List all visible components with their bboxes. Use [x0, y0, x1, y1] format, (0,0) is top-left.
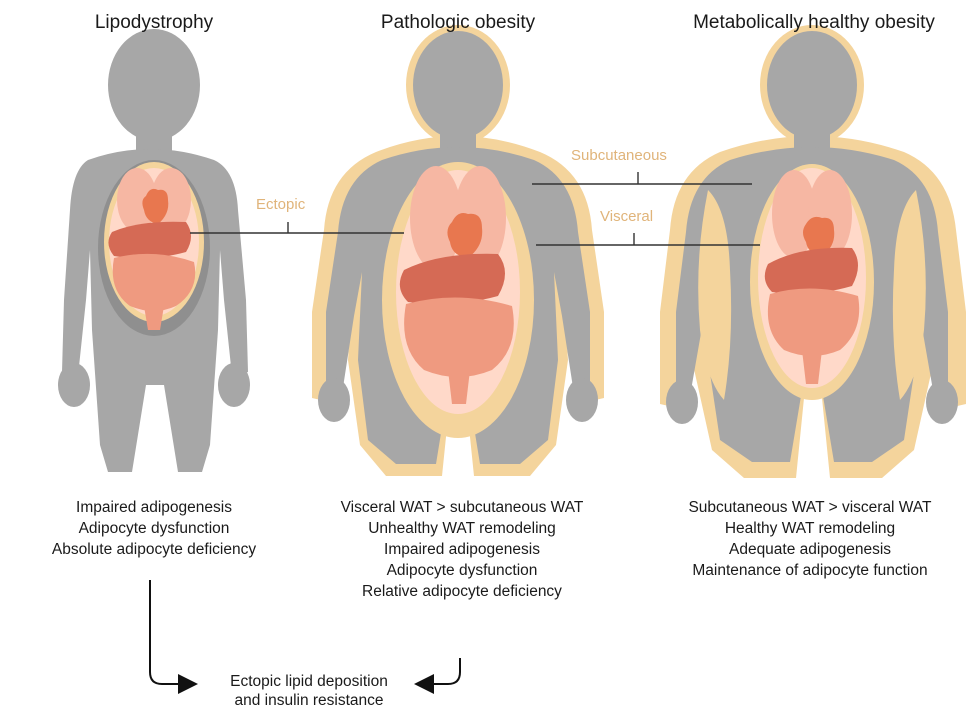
- outcome-line-1: Ectopic lipid deposition: [199, 672, 419, 691]
- description-line: Impaired adipogenesis: [4, 497, 304, 518]
- left-arrow: [150, 580, 196, 684]
- label-visceral: Visceral: [600, 208, 653, 225]
- title-healthy-obesity: Metabolically healthy obesity: [664, 12, 964, 34]
- title-pathologic-obesity: Pathologic obesity: [356, 12, 560, 34]
- lipodystrophy-figure: [58, 29, 250, 472]
- pathologic-description: Visceral WAT > subcutaneous WAT Unhealth…: [294, 497, 630, 602]
- description-line: Impaired adipogenesis: [294, 539, 630, 560]
- lipodystrophy-description: Impaired adipogenesis Adipocyte dysfunct…: [4, 497, 304, 560]
- healthy-description: Subcutaneous WAT > visceral WAT Healthy …: [644, 497, 976, 581]
- label-ectopic: Ectopic: [256, 196, 305, 213]
- lipodystrophy-abdomen: [98, 160, 210, 336]
- label-subcutaneous: Subcutaneous: [571, 147, 667, 164]
- outcome-line-2: and insulin resistance: [199, 691, 419, 710]
- pathologic-abdomen: [382, 162, 534, 438]
- healthy-figure: [660, 25, 966, 478]
- description-line: Adequate adipogenesis: [644, 539, 976, 560]
- description-line: Healthy WAT remodeling: [644, 518, 976, 539]
- description-line: Maintenance of adipocyte function: [644, 560, 976, 581]
- description-line: Adipocyte dysfunction: [4, 518, 304, 539]
- healthy-abdomen: [750, 164, 874, 400]
- description-line: Adipocyte dysfunction: [294, 560, 630, 581]
- description-line: Unhealthy WAT remodeling: [294, 518, 630, 539]
- description-line: Visceral WAT > subcutaneous WAT: [294, 497, 630, 518]
- description-line: Absolute adipocyte deficiency: [4, 539, 304, 560]
- description-line: Subcutaneous WAT > visceral WAT: [644, 497, 976, 518]
- right-arrow: [416, 658, 460, 684]
- title-lipodystrophy: Lipodystrophy: [54, 12, 254, 34]
- pathologic-figure: [312, 25, 604, 476]
- outcome-text: Ectopic lipid deposition and insulin res…: [199, 672, 419, 710]
- description-line: Relative adipocyte deficiency: [294, 581, 630, 602]
